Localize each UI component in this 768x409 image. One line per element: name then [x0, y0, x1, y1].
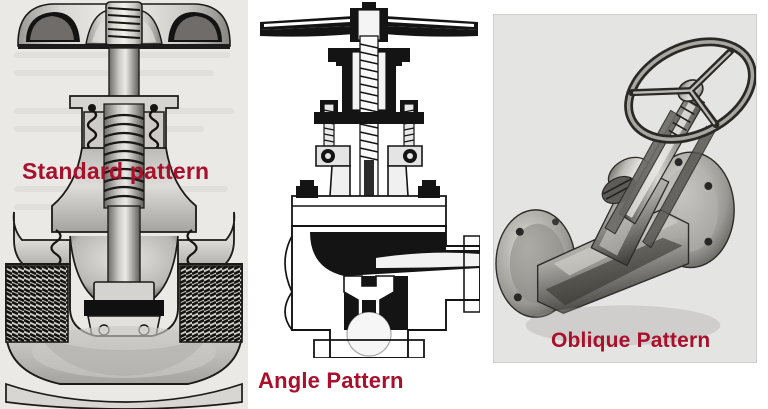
- handwheel: [17, 1, 231, 49]
- threaded-ends: [5, 265, 243, 343]
- panel-angle-pattern: [258, 0, 480, 358]
- valve-stem-upper: [108, 47, 140, 105]
- outlet-flange: [463, 235, 480, 313]
- oblique-pattern-valve-photograph: [494, 15, 756, 362]
- caption-oblique-pattern: Oblique Pattern: [551, 329, 711, 352]
- stem-threads: [103, 103, 145, 209]
- angle-pattern-valve-illustration: [258, 0, 480, 358]
- panel-oblique-pattern: [493, 14, 757, 363]
- handwheel: [260, 2, 478, 42]
- inlet-flange: [313, 339, 425, 358]
- standard-pattern-valve-illustration: [0, 0, 248, 409]
- caption-angle-pattern: Angle Pattern: [258, 368, 404, 393]
- caption-standard-pattern: Standard pattern: [22, 158, 210, 184]
- panel-standard-pattern: [0, 0, 248, 409]
- plug-disc-and-seat: [343, 275, 395, 357]
- handwheel: [624, 37, 756, 144]
- bonnet-flange: [12, 211, 236, 279]
